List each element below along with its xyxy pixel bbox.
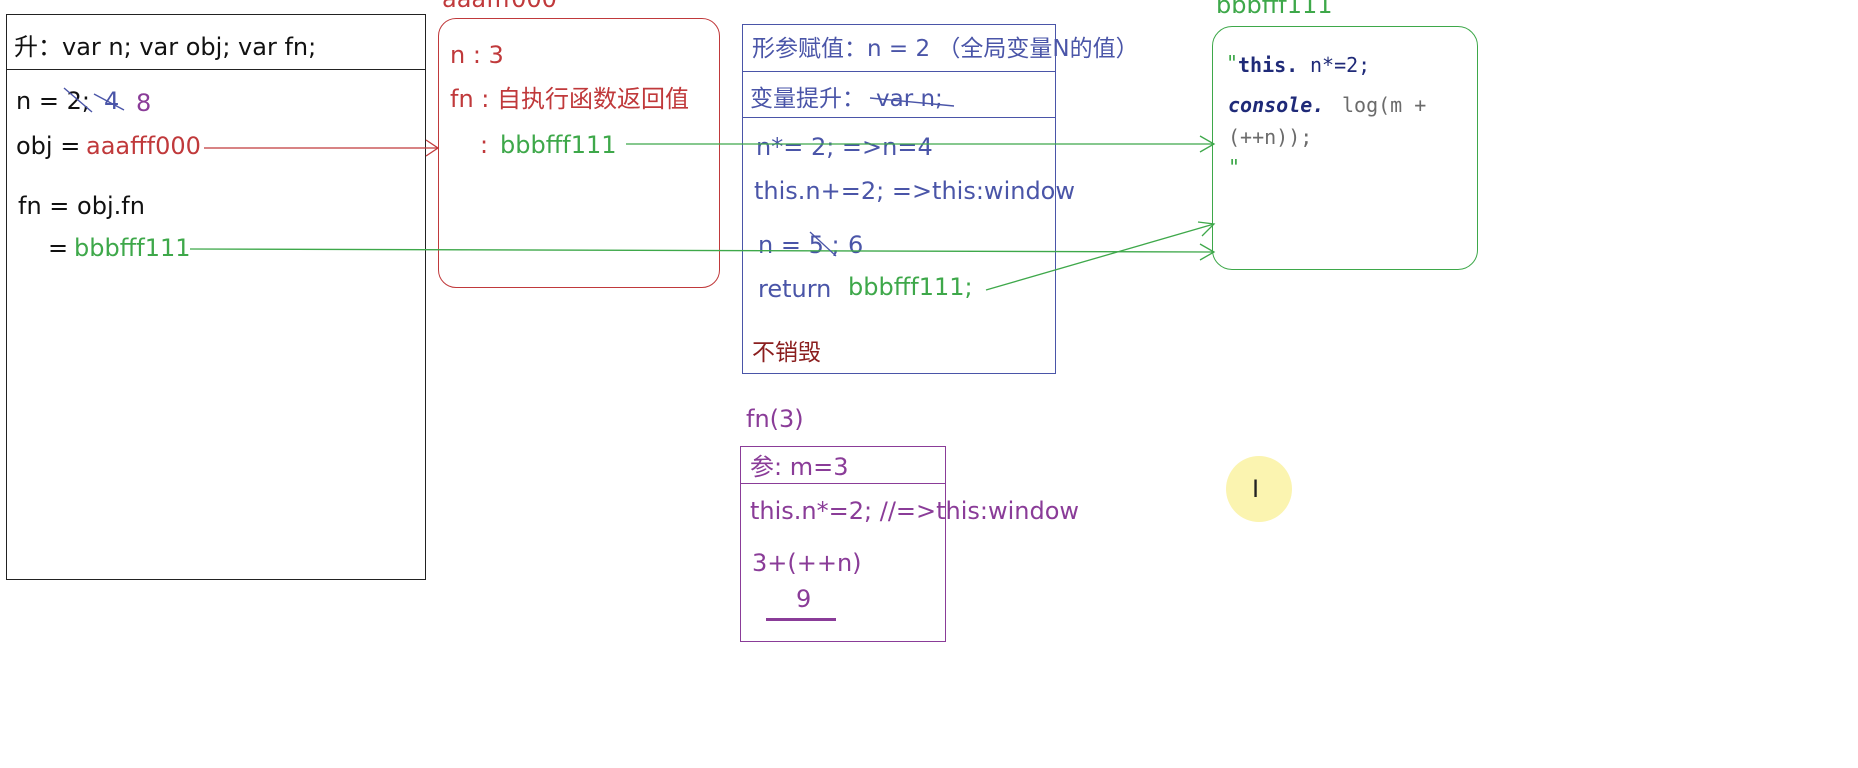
global-fn-eq: =: [48, 234, 69, 262]
fn-call-line2: 3+(++n): [752, 549, 862, 577]
heap-bbbfff111-title: bbbfff111: [1216, 0, 1333, 19]
fn-call-line1: this.n*=2; //=>this:window: [750, 497, 1080, 525]
self-exec-divider-1: [743, 71, 1055, 72]
self-exec-line3-b: 6: [848, 231, 864, 259]
self-exec-param: 形参赋值：n = 2 （全局变量N的值）: [752, 36, 1139, 62]
global-scope-box: [6, 14, 426, 580]
cursor-highlight: [1226, 456, 1292, 522]
self-exec-hoist-struck: var n;: [876, 86, 943, 112]
heap-bbbfff111-this: this.: [1238, 53, 1299, 77]
fn-call-divider: [741, 483, 945, 484]
fn-call-result-underline: [766, 618, 836, 621]
heap-bbbfff111-code3: (++n));: [1228, 125, 1313, 149]
self-exec-hoist-label: 变量提升：: [750, 86, 865, 112]
fn-call-title: fn(3): [746, 405, 804, 433]
self-exec-line2: this.n+=2; =>this:window: [754, 177, 1075, 205]
heap-aaafff000-fn-value: bbbfff111: [500, 131, 617, 159]
fn-call-result: 9: [796, 585, 812, 613]
heap-bbbfff111-quote-close: ": [1228, 155, 1241, 179]
self-exec-line3-a: n = 5 ;: [758, 231, 840, 259]
heap-aaafff000-fn: fn : 自执行函数返回值: [450, 85, 690, 113]
fn-call-box: [740, 446, 946, 642]
heap-aaafff000-fn-colon: :: [480, 131, 489, 159]
heap-bbbfff111-code1: n*=2;: [1310, 53, 1371, 77]
self-exec-footer: 不销毁: [752, 340, 821, 366]
heap-aaafff000-title: aaafff000: [442, 0, 557, 14]
arrow-obj-to-heap-head: [425, 139, 440, 157]
global-n-line: n = 2;: [16, 87, 90, 115]
self-exec-scope-box: [742, 24, 1056, 374]
self-exec-divider-2: [743, 117, 1055, 118]
global-fn-label: fn = obj.fn: [18, 192, 145, 220]
heap-bbbfff111-quote-open: ": [1226, 51, 1239, 75]
global-obj-value: aaafff000: [86, 132, 201, 160]
heap-aaafff000-n: n : 3: [450, 41, 504, 69]
heap-bbbfff111-console: console.: [1228, 93, 1325, 117]
global-n-value-8: 8: [136, 89, 152, 117]
text-cursor-icon: I: [1252, 475, 1260, 503]
global-scope-header: 升：var n; var obj; var fn;: [14, 33, 317, 61]
self-exec-return: return: [758, 275, 832, 303]
heap-bbbfff111-log: log(m +: [1342, 93, 1427, 117]
fn-call-param: 参: m=3: [750, 453, 849, 481]
self-exec-line1: n*= 2; =>n=4: [756, 133, 933, 161]
global-obj-label: obj =: [16, 132, 81, 160]
global-fn-value: bbbfff111: [74, 234, 191, 262]
global-n-value-4: 4: [104, 87, 120, 115]
self-exec-return-value: bbbfff111;: [848, 273, 973, 301]
global-scope-header-divider: [7, 69, 425, 70]
